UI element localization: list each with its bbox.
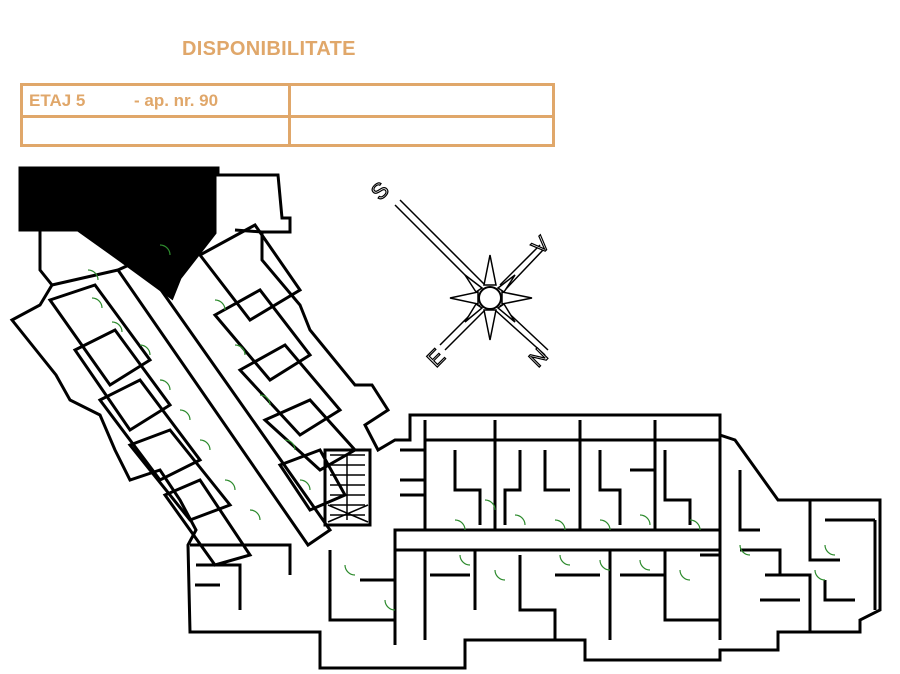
floor-plan-walls	[9, 166, 882, 670]
floor-label: ETAJ 5	[29, 91, 86, 110]
compass-east-label: E	[422, 344, 450, 372]
compass-south-label: S	[366, 177, 394, 205]
door-swings	[87, 244, 836, 611]
table-cell-empty	[23, 118, 291, 144]
availability-table: ETAJ 5 - ap. nr. 90	[20, 83, 555, 147]
compass-rose: S E N V	[365, 176, 555, 372]
apartment-label: - ap. nr. 90	[134, 91, 219, 110]
page-title: DISPONIBILITATE	[182, 38, 356, 60]
table-row: ETAJ 5 - ap. nr. 90	[23, 86, 552, 118]
compass-north-label: N	[524, 343, 553, 372]
table-cell-floor: ETAJ 5 - ap. nr. 90	[23, 86, 291, 115]
table-row	[23, 118, 552, 144]
